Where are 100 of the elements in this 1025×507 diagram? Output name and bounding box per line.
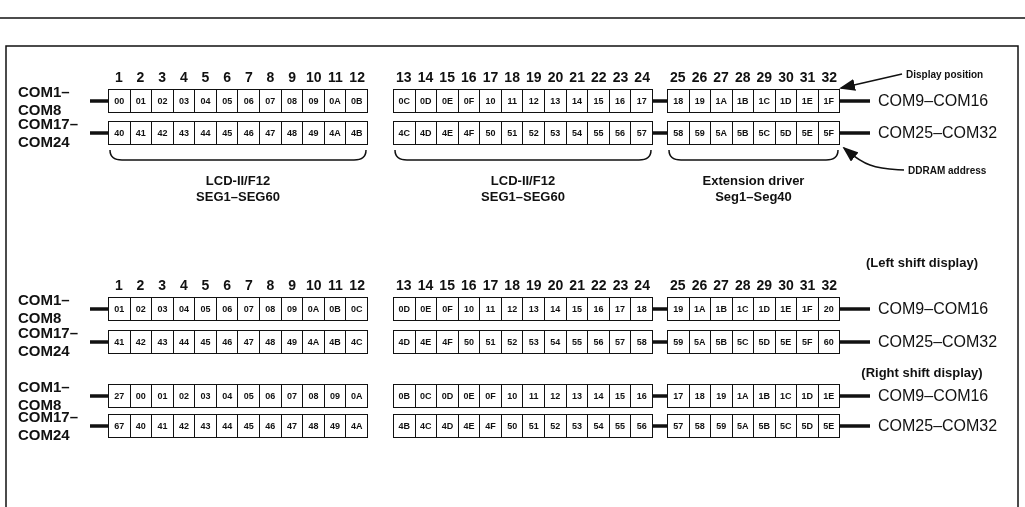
address-cell: 00 — [129, 385, 152, 407]
com-label: COM9–COM16 — [870, 299, 1010, 319]
address-cell: 44 — [172, 331, 195, 353]
address-cell: 53 — [544, 122, 566, 144]
position-number: 3 — [158, 69, 167, 85]
address-cell: 42 — [172, 415, 195, 437]
address-cell: 18 — [688, 385, 710, 407]
address-cell-text: 4B — [397, 420, 412, 433]
position-number: 14 — [417, 69, 434, 85]
address-cell: 5A — [731, 415, 753, 437]
address-cell: 16 — [608, 90, 631, 112]
address-cell-text: 41 — [113, 336, 126, 349]
address-cell: 4C — [345, 331, 367, 353]
address-cell: 4F — [436, 331, 458, 353]
com-label: COM1– COM8 — [18, 291, 90, 327]
connector-line — [90, 424, 108, 428]
address-cell: 19 — [688, 90, 710, 112]
position-number: 18 — [504, 277, 520, 293]
address-row-block — [667, 414, 840, 438]
address-row-block — [108, 414, 368, 438]
address-cell: 46 — [237, 122, 260, 144]
address-cell: 0C — [345, 298, 367, 320]
address-cell: 1D — [796, 385, 818, 407]
address-cell: 13 — [565, 385, 588, 407]
address-cell: 06 — [259, 385, 281, 407]
position-number: 17 — [482, 69, 499, 85]
position-number: 20 — [547, 277, 564, 293]
address-cell: 04 — [172, 298, 195, 320]
address-row-block — [108, 330, 368, 354]
address-cell-text: 67 — [113, 420, 126, 433]
address-cell: 5E — [817, 415, 839, 437]
address-cell: 1C — [753, 90, 775, 112]
position-number: 15 — [439, 277, 455, 293]
address-cell: 5E — [796, 122, 818, 144]
address-cell: 0B — [345, 90, 367, 112]
address-cell: 0E — [436, 90, 458, 112]
address-row-block — [108, 297, 368, 321]
com-label: COM25–COM32 — [870, 123, 1010, 143]
address-cell: 07 — [259, 90, 281, 112]
address-cell: 58 — [688, 415, 710, 437]
address-cell: 4C — [414, 415, 437, 437]
connector-line — [840, 424, 870, 428]
address-cell-text: 4C — [397, 127, 412, 140]
address-cell: 5A — [688, 331, 710, 353]
address-cell: 42 — [129, 331, 152, 353]
address-cell: 0F — [479, 385, 501, 407]
address-cell: 1D — [774, 90, 796, 112]
address-cell: 55 — [565, 331, 588, 353]
address-cell: 03 — [172, 90, 195, 112]
address-cell: 53 — [565, 415, 588, 437]
address-cell: 08 — [259, 298, 281, 320]
com-label: COM25–COM32 — [870, 416, 1010, 436]
position-number: 28 — [734, 69, 751, 85]
driver-label: Seg1–Seg40 — [715, 188, 792, 204]
address-cell: 09 — [280, 298, 303, 320]
address-cell: 4B — [323, 331, 346, 353]
position-number: 9 — [288, 69, 297, 85]
address-cell: 12 — [500, 298, 523, 320]
address-cell: 02 — [172, 385, 195, 407]
position-number: 12 — [349, 69, 365, 85]
address-cell: 43 — [194, 415, 216, 437]
position-number: 29 — [756, 277, 773, 293]
address-cell: 10 — [479, 90, 501, 112]
address-cell: 46 — [215, 331, 238, 353]
address-cell: 56 — [630, 415, 652, 437]
address-cell: 56 — [587, 331, 609, 353]
address-cell: 45 — [194, 331, 216, 353]
address-row-block — [667, 384, 840, 408]
address-cell: 59 — [710, 415, 732, 437]
address-cell: 54 — [565, 122, 588, 144]
address-cell: 44 — [194, 122, 216, 144]
address-row-block — [108, 121, 368, 145]
position-number: 11 — [328, 69, 343, 85]
address-cell: 59 — [688, 122, 710, 144]
position-number: 32 — [821, 277, 837, 293]
address-cell: 55 — [608, 415, 631, 437]
address-row-block — [393, 414, 653, 438]
address-row-block — [393, 330, 653, 354]
address-cell: 5C — [753, 122, 775, 144]
connector-line — [90, 131, 108, 135]
address-cell: 5C — [731, 331, 753, 353]
position-number: 10 — [306, 69, 322, 85]
address-cell: 5D — [796, 415, 818, 437]
address-cell: 4A — [345, 415, 367, 437]
address-cell: 01 — [129, 90, 152, 112]
position-number: 7 — [244, 277, 253, 293]
shift-mode-label: (Right shift display) — [861, 364, 983, 380]
connector-line — [840, 307, 870, 311]
address-cell-text: 59 — [672, 336, 685, 349]
address-cell: 52 — [522, 122, 545, 144]
position-number: 12 — [349, 277, 365, 293]
address-cell: 05 — [194, 298, 216, 320]
driver-label: SEG1–SEG60 — [481, 188, 565, 204]
position-number: 29 — [756, 69, 773, 85]
address-cell: 46 — [259, 415, 281, 437]
address-cell: 57 — [630, 122, 652, 144]
connector-line — [840, 340, 870, 344]
com-label: COM9–COM16 — [870, 91, 1010, 111]
address-cell-text: 58 — [672, 127, 685, 140]
address-cell: 55 — [587, 122, 609, 144]
